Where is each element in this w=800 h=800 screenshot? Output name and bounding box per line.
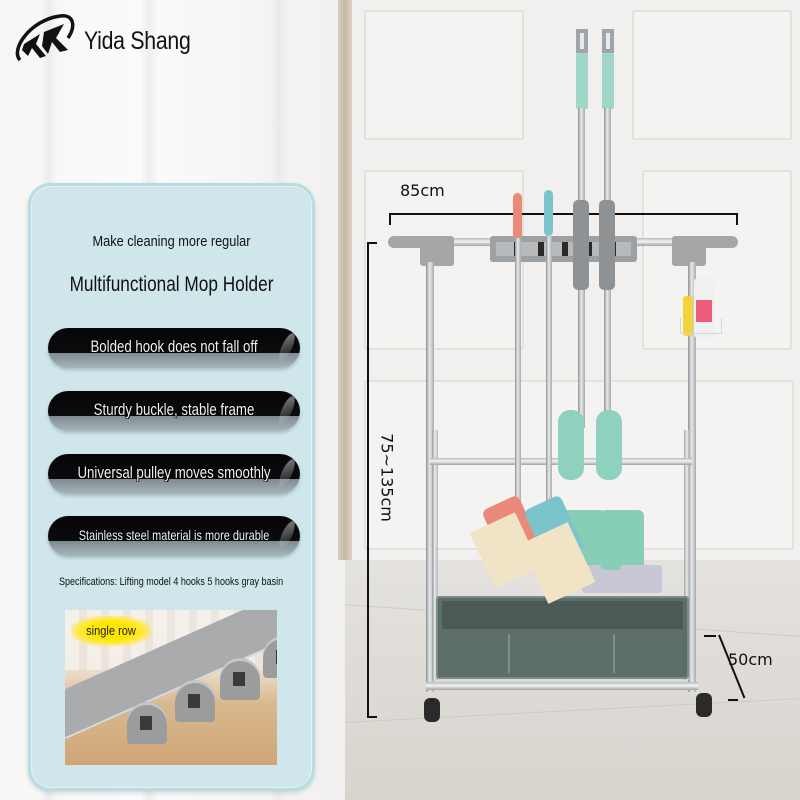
wall-panel: [632, 10, 792, 140]
width-dimension-tick: [736, 213, 738, 225]
end-cap: [698, 236, 738, 248]
brand-name: Yida Shang: [84, 26, 191, 55]
hook-icon: [127, 702, 167, 744]
feature-pill: Sturdy buckle, stable frame: [48, 391, 300, 431]
bottom-crossbar: [426, 682, 698, 690]
yellow-bottle: [683, 296, 693, 336]
hook-slots: [496, 242, 631, 256]
feature-label: Universal pulley moves smoothly: [77, 463, 271, 482]
basin-rib: [613, 634, 615, 673]
feature-pill: Universal pulley moves smoothly: [48, 454, 300, 494]
caster-wheel: [424, 698, 440, 722]
broom-shaft: [546, 236, 552, 506]
wall-panel: [364, 10, 524, 140]
mop-handle-tip: [576, 29, 588, 53]
feature-label: Stainless steel material is more durable: [78, 527, 270, 543]
single-row-badge: single row: [71, 616, 151, 646]
height-dimension-label: 75~135cm: [377, 433, 397, 522]
side-clamp: [672, 236, 706, 266]
basin-interior: [442, 601, 683, 629]
feature-panel: Make cleaning more regular Multifunction…: [28, 183, 315, 791]
mop-handle-tip: [602, 29, 614, 53]
hook-icon: [175, 680, 215, 722]
feature-pill: Stainless steel material is more durable: [48, 516, 300, 556]
height-dimension-tick: [367, 716, 377, 718]
hook-icon: [220, 658, 260, 700]
width-dimension-label: 85cm: [400, 181, 445, 200]
hook-detail-photo: single row: [65, 610, 277, 765]
caster-wheel: [696, 693, 712, 717]
mop-squeeze-lever: [596, 410, 622, 480]
mop-squeeze-lever: [558, 410, 584, 480]
broom-shaft: [515, 238, 521, 508]
specifications-text: Specifications: Lifting model 4 hooks 5 …: [59, 576, 284, 588]
side-clamp: [420, 236, 454, 266]
bottle-label: [696, 300, 712, 322]
left-pole: [426, 262, 434, 692]
mop-head: [600, 510, 644, 570]
mop-foam-grip: [573, 200, 589, 290]
right-pole: [688, 262, 696, 692]
feature-label: Bolded hook does not fall off: [90, 337, 258, 356]
wall-panel: [642, 170, 792, 350]
yida-shang-logo-icon: [15, 14, 75, 62]
height-dimension-line: [367, 242, 369, 718]
brand-logo: Yida Shang: [10, 10, 209, 72]
panel-subtitle: Make cleaning more regular: [92, 233, 251, 250]
depth-dimension-tick: [728, 699, 738, 701]
badge-label: single row: [86, 623, 136, 638]
panel-title: Multifunctional Mop Holder: [69, 273, 274, 296]
height-dimension-tick: [367, 242, 377, 244]
end-cap: [388, 236, 428, 248]
broom-handle-tip: [544, 190, 553, 236]
mop-handle-grip: [602, 53, 614, 109]
gray-basin: [436, 596, 689, 679]
depth-dimension-tick: [704, 635, 716, 637]
basin-rib: [508, 634, 510, 673]
feature-pill: Bolded hook does not fall off: [48, 328, 300, 368]
mop-sponge: [620, 565, 662, 593]
depth-dimension-label: 50cm: [728, 650, 773, 669]
right-inner-pole: [684, 430, 690, 680]
width-dimension-line: [389, 213, 738, 215]
left-inner-pole: [432, 430, 438, 680]
broom-handle-tip: [513, 193, 522, 239]
floor-seam: [345, 698, 800, 723]
feature-label: Sturdy buckle, stable frame: [93, 400, 255, 419]
mop-foam-grip: [599, 200, 615, 290]
hook-icon: [263, 636, 277, 678]
width-dimension-tick: [389, 213, 391, 225]
wooden-door-frame: [338, 0, 352, 560]
wire-basket: [680, 318, 722, 334]
mop-handle-grip: [576, 53, 588, 109]
